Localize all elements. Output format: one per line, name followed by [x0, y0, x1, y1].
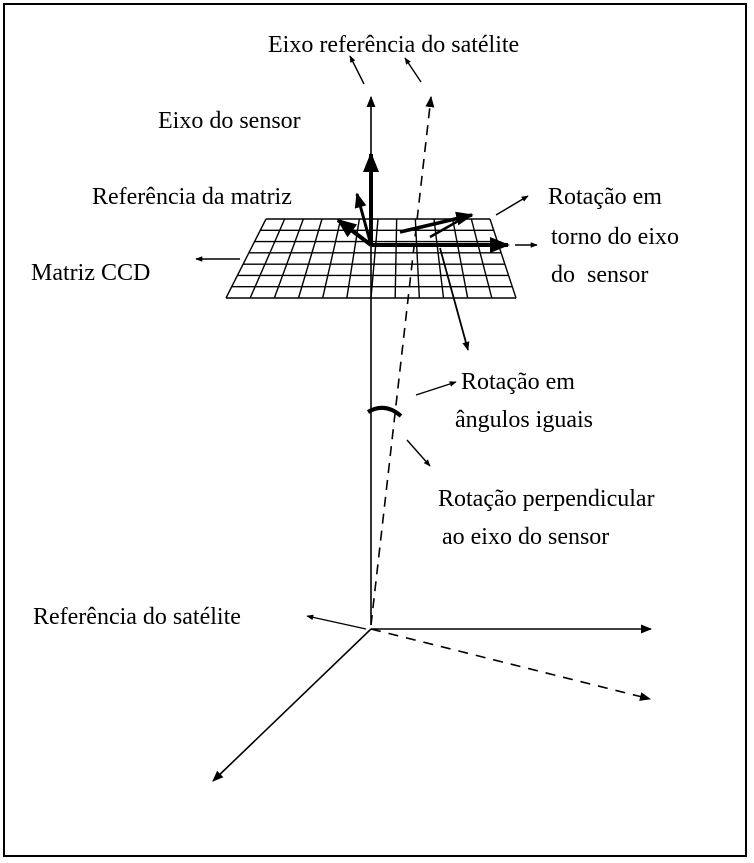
matrix-reference-label: Referência da matriz: [92, 184, 292, 210]
perpendicular-label-2: ao eixo do sensor: [442, 524, 610, 550]
rotation-sensor-label-3: do sensor: [551, 262, 649, 288]
satellite-reference-axis-label: Eixo referência do satélite: [268, 32, 520, 58]
equal-angles-pointer: [415, 381, 457, 396]
ccd-grid-column-line: [225, 218, 267, 299]
ref-diagonal-axis: [212, 628, 372, 782]
rotation-sensor-label-2: torno do eixo: [551, 224, 679, 250]
satellite-ref-pointer: [306, 614, 367, 630]
angle-arc: [366, 405, 403, 418]
rotation-sensor-pointer-top: [495, 195, 529, 216]
perpendicular-label-1: Rotação perpendicular: [438, 486, 655, 512]
diagram-frame: [3, 3, 747, 857]
top-arrow-left: [349, 55, 365, 85]
ccd-matrix-label: Matriz CCD: [31, 260, 151, 286]
ccd-grid-column-line: [370, 218, 379, 299]
sensor-axis-label: Eixo do sensor: [158, 108, 301, 134]
ccd-grid-column-line: [489, 218, 517, 299]
ccd-grid-column-line: [273, 218, 304, 299]
matrix-down-arrow: [439, 247, 470, 351]
perpendicular-pointer: [406, 439, 431, 467]
rotation-sensor-label-1: Rotação em: [548, 184, 662, 210]
sensor-tilt-arrow: [354, 192, 373, 246]
equal-angles-label-2: ângulos iguais: [455, 407, 593, 433]
ccd-grid-column-line: [297, 218, 323, 299]
satellite-reference-axis-line: [370, 95, 435, 626]
satellite-reference-label: Referência do satélite: [33, 604, 241, 630]
ref-dashed-axis: [370, 628, 652, 701]
matrix-rot-arrow-1: [399, 211, 474, 234]
ccd-grid-column-line: [249, 218, 286, 299]
equal-angles-label-1: Rotação em: [461, 369, 575, 395]
matrix-rot-arrow-2: [429, 218, 461, 239]
top-arrow-right: [404, 57, 422, 83]
sensor-left-arrow: [336, 218, 373, 247]
ccd-grid-column-line: [451, 218, 469, 299]
ccd-grid-column-line: [470, 218, 493, 299]
ccd-grid-column-line: [433, 218, 445, 299]
ccd-grid-column-line: [394, 218, 398, 299]
